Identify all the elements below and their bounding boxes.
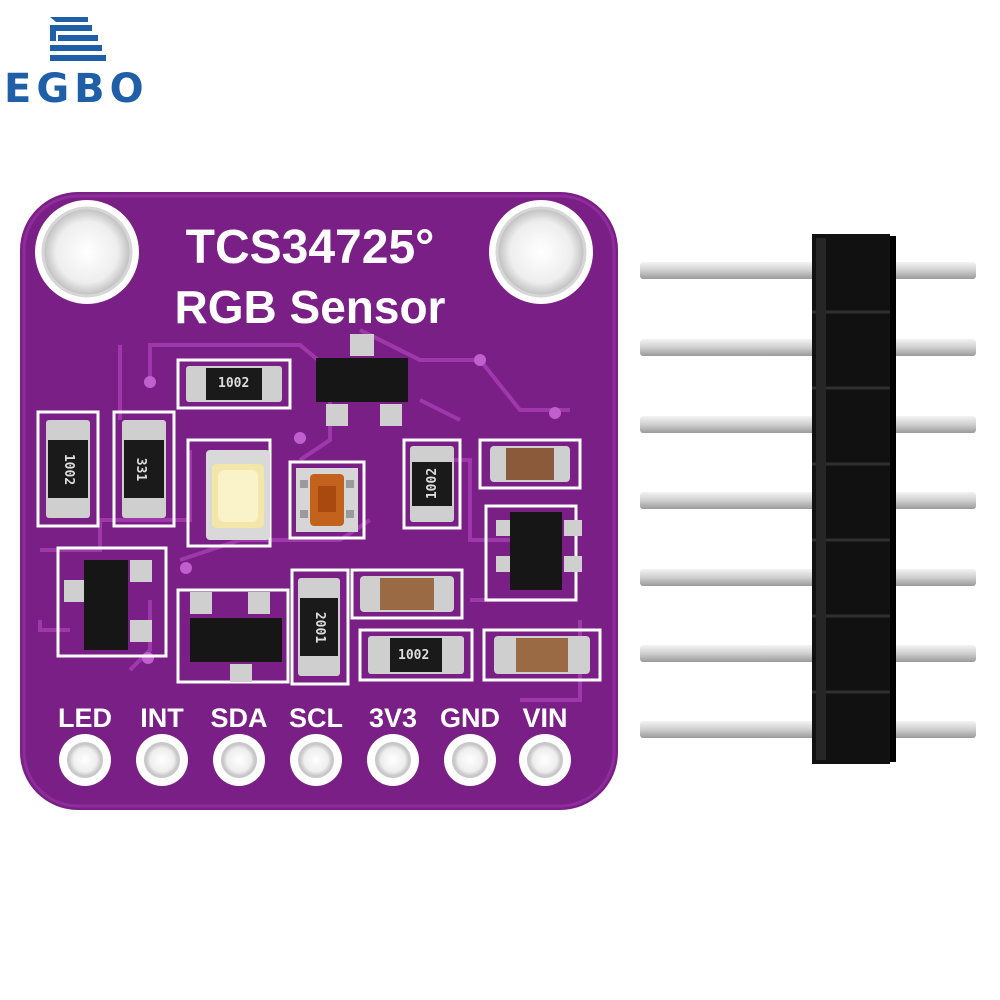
resistor-code: 1002 <box>398 648 430 663</box>
resistor-code: 331 <box>133 457 149 482</box>
resistor-code: 1002 <box>61 453 77 486</box>
sot-transistors <box>64 334 582 682</box>
tcs34725-sensor-chip <box>296 468 358 532</box>
white-led <box>206 450 270 540</box>
egbo-logo-icon <box>50 17 106 61</box>
pin-header-strip <box>640 234 976 764</box>
smd-capacitors <box>360 446 590 674</box>
board-title-chip: TCS34725° <box>185 221 435 274</box>
resistor-code: 1002 <box>425 467 441 500</box>
logo-text: EGBO <box>4 66 149 112</box>
header-pads <box>59 734 571 786</box>
pin-label-vin: VIN <box>522 703 568 733</box>
smd-resistors <box>46 366 464 676</box>
pin-label-scl: SCL <box>289 703 343 733</box>
pin-label-sda: SDA <box>210 703 268 733</box>
pin-label-3v3: 3V3 <box>368 703 418 733</box>
resistor-code: 1002 <box>218 376 250 391</box>
board-title-sensor: RGB Sensor <box>174 281 446 333</box>
pin-label-int: INT <box>140 703 184 733</box>
pin-label-led: LED <box>58 703 112 733</box>
resistor-code: 2001 <box>312 611 328 644</box>
pin-label-gnd: GND <box>440 703 500 733</box>
